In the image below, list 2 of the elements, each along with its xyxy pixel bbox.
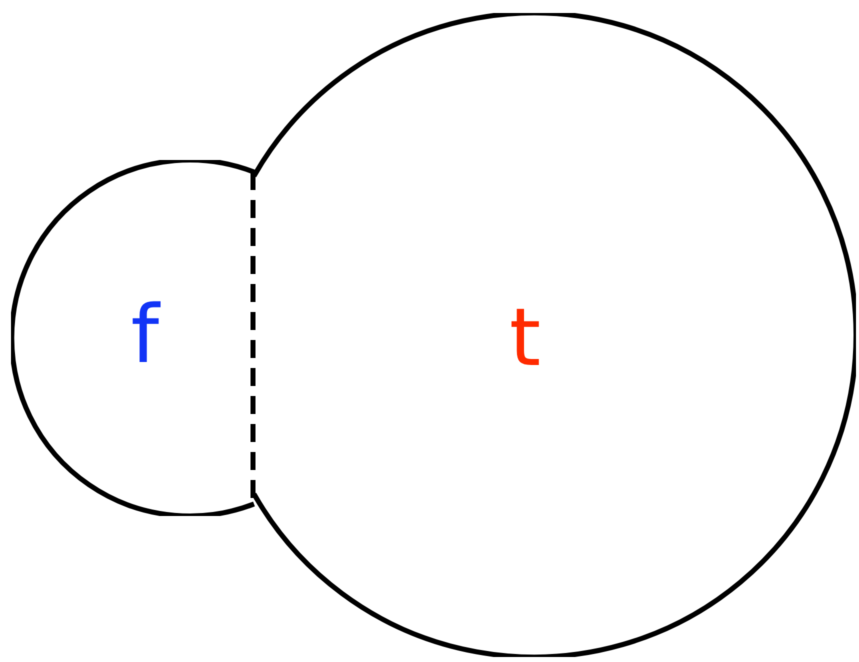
circle-label: f bbox=[130, 295, 160, 375]
circle-label: t bbox=[509, 298, 541, 378]
